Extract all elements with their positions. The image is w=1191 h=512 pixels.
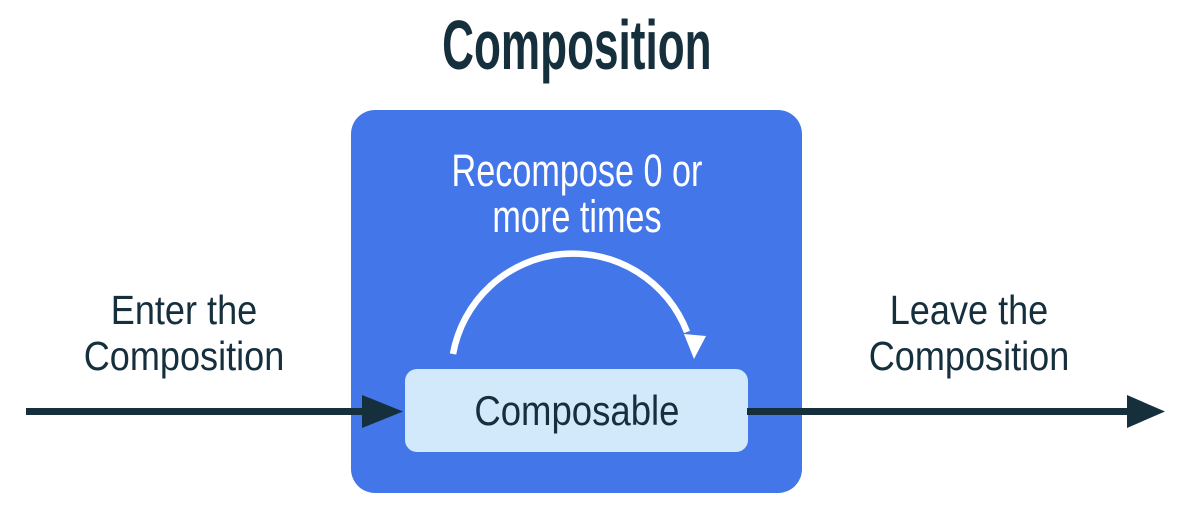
- composable-box: Composable: [405, 369, 748, 452]
- leave-arrow-icon: [747, 395, 1165, 428]
- leave-label-container: Leave the Composition: [809, 287, 1129, 380]
- enter-composition-label: Enter the Composition: [83, 287, 285, 379]
- recompose-label: Recompose 0 or more times: [451, 145, 702, 242]
- leave-composition-label: Leave the Composition: [868, 287, 1070, 379]
- composable-label: Composable: [473, 386, 680, 434]
- enter-label-container: Enter the Composition: [24, 287, 344, 380]
- title-container: Composition: [351, 10, 802, 80]
- diagram-title: Composition: [441, 6, 712, 84]
- enter-arrow-icon: [26, 395, 403, 428]
- recompose-label-container: Recompose 0 or more times: [351, 148, 802, 240]
